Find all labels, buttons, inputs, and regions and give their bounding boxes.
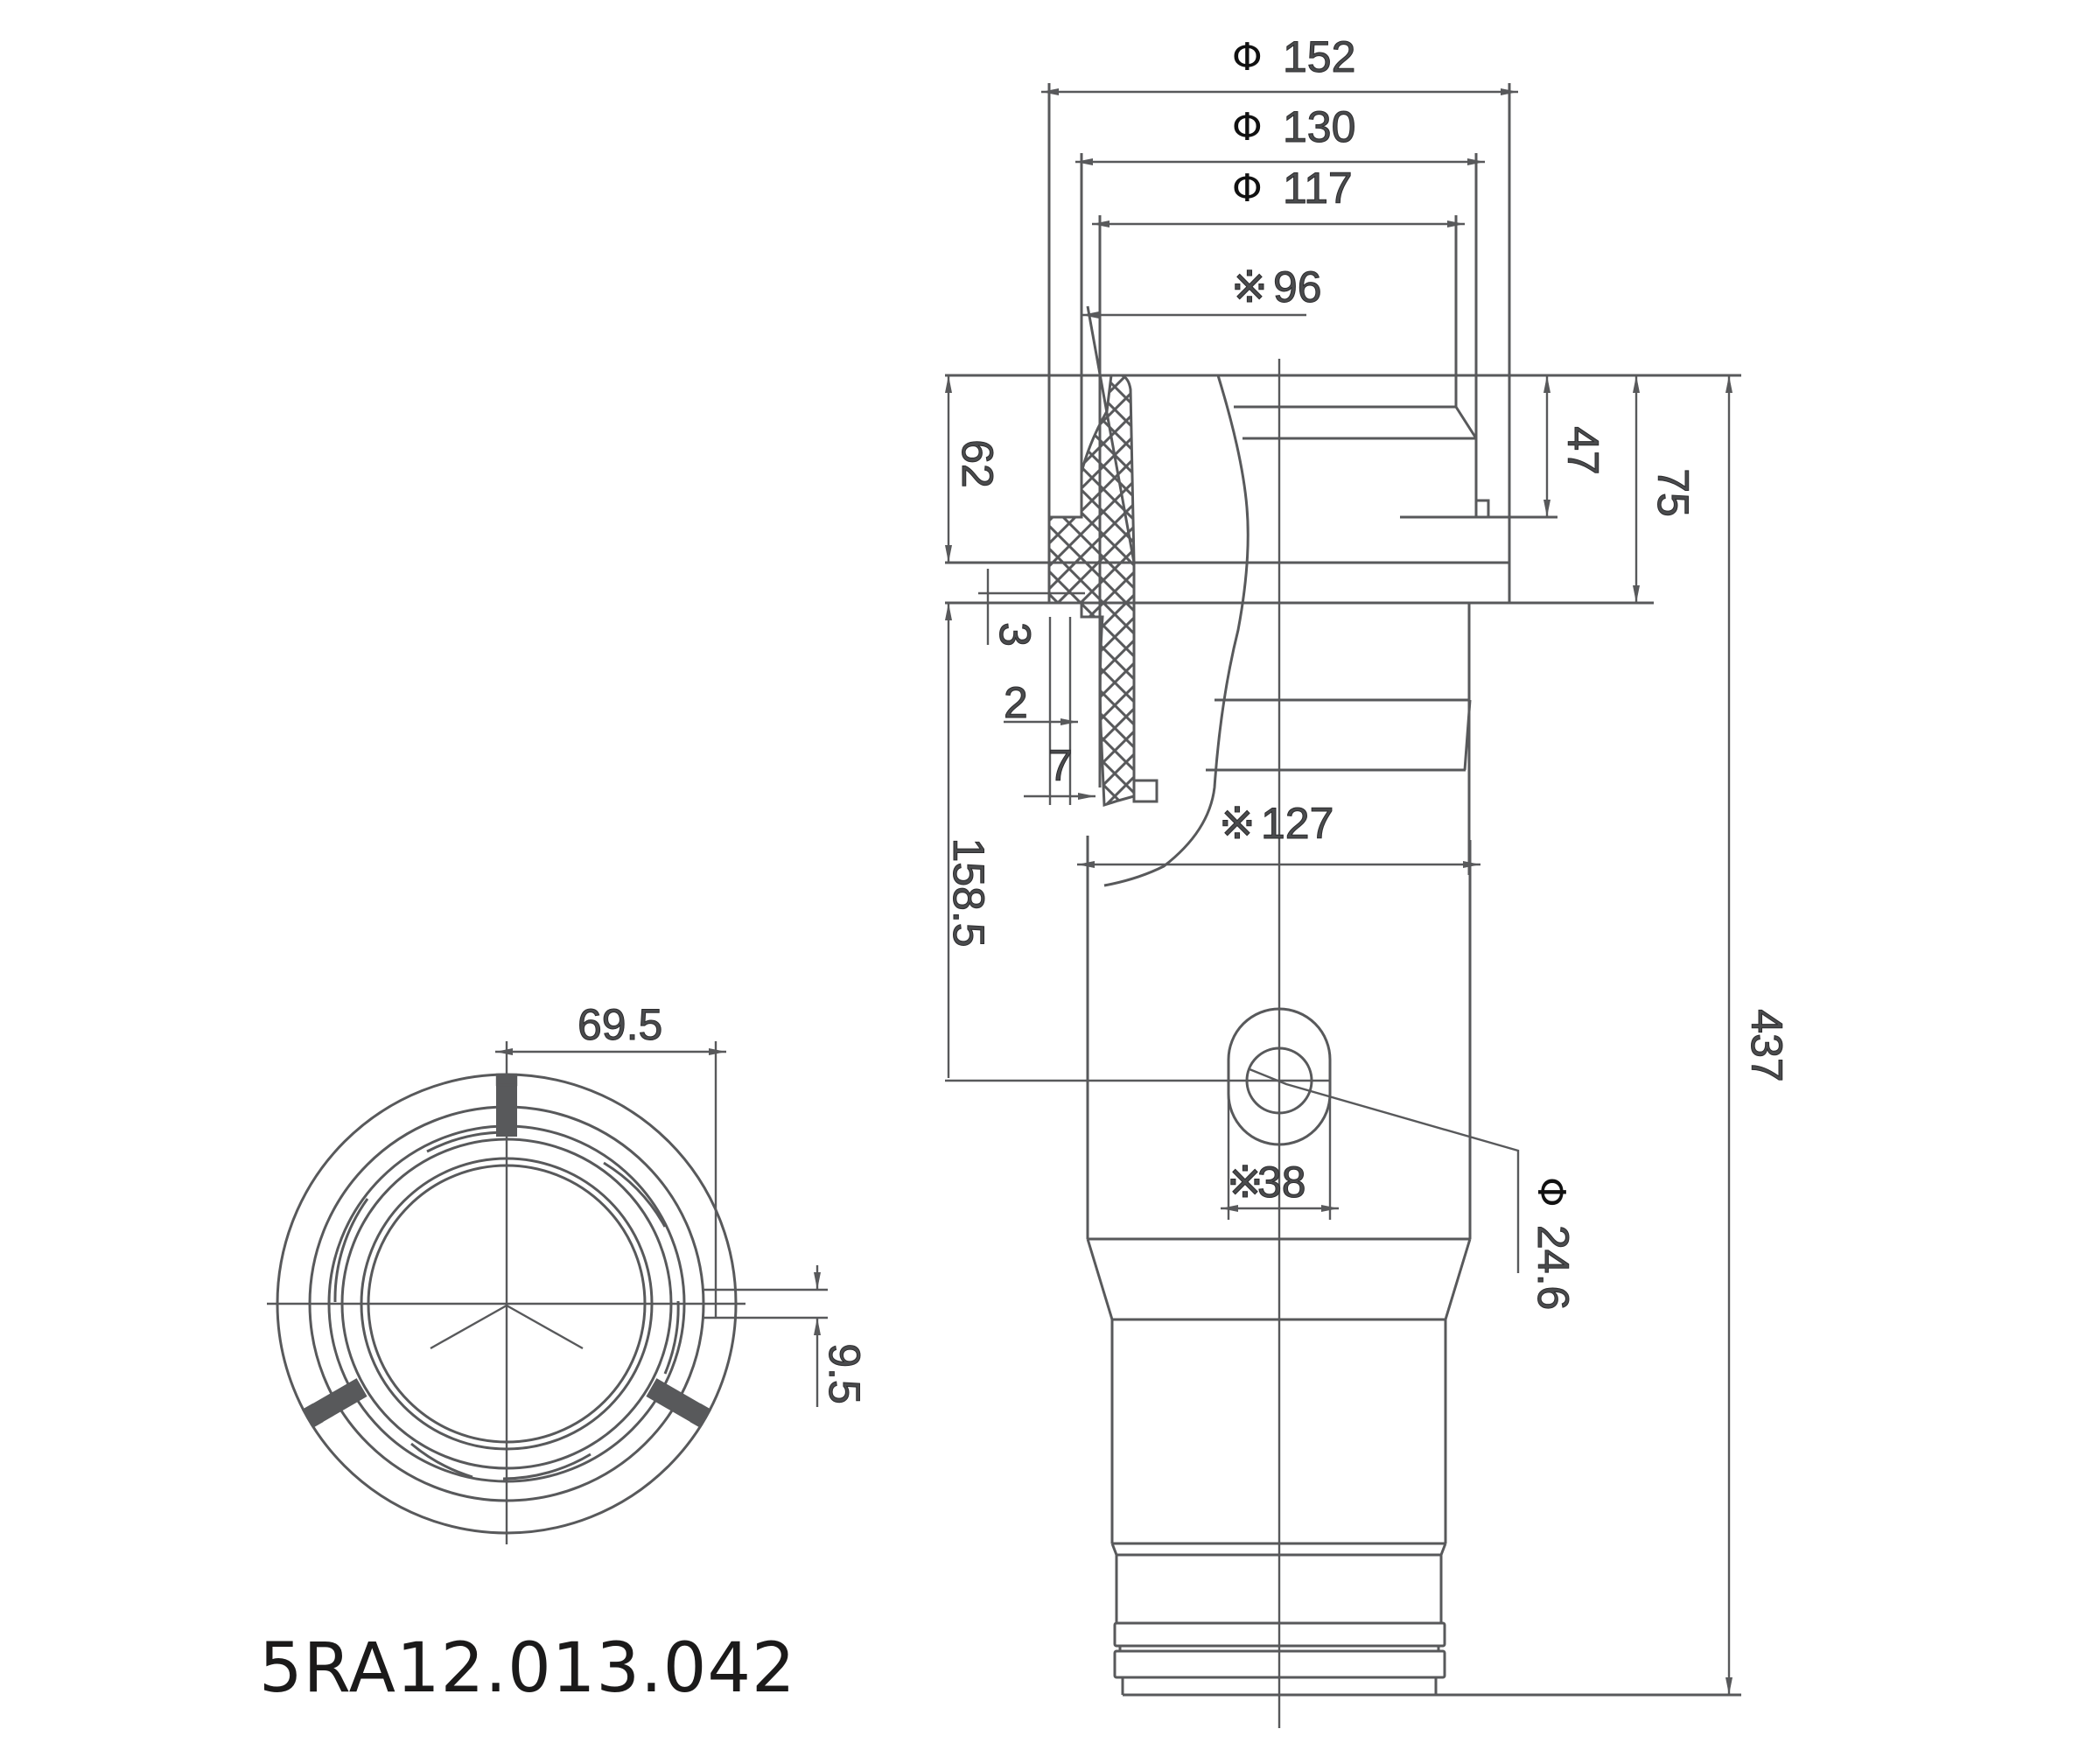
main-body [1086, 603, 1741, 1697]
dim-ref-127: ※ 127 [1219, 799, 1334, 849]
dim-height-3: 3 [990, 622, 1040, 647]
bolt-lower-left [301, 1378, 368, 1429]
dim-9-5: 9.5 [820, 1343, 869, 1404]
svg-text:Φ: Φ [1529, 1177, 1573, 1208]
dim-height-62: 62 [953, 439, 1002, 488]
dim-height-158-5: 158.5 [944, 837, 993, 947]
svg-text:Φ: Φ [1232, 35, 1263, 80]
dim-diameter-24-6: Φ 24.6 [1529, 1177, 1578, 1311]
dim-width-7: 7 [1048, 741, 1073, 790]
side-hole [945, 1007, 1332, 1220]
svg-text:※: ※ [1219, 799, 1256, 848]
svg-text:130: 130 [1283, 102, 1355, 151]
svg-text:127: 127 [1261, 799, 1334, 848]
dimension-lines [945, 88, 1732, 1695]
dim-height-47: 47 [1558, 426, 1607, 475]
dim-width-2: 2 [1004, 678, 1028, 727]
dimension-labels: Φ 152 Φ 130 Φ 117 ※ 96 ※ 127 ※ 38 [944, 32, 1792, 1311]
hatched-section [1047, 374, 1136, 808]
dim-height-437: 437 [1742, 1009, 1791, 1082]
dim-diameter-117: Φ 117 [1232, 164, 1353, 214]
svg-text:Φ: Φ [1232, 105, 1263, 150]
end-view: 69.5 9.5 [267, 1000, 870, 1544]
bolt-top [495, 1073, 518, 1137]
svg-text:Φ: Φ [1232, 166, 1263, 211]
dim-ref-38: ※ 38 [1227, 1158, 1307, 1208]
svg-text:※: ※ [1227, 1158, 1264, 1207]
svg-text:24.6: 24.6 [1529, 1225, 1578, 1310]
dim-diameter-130: Φ 130 [1232, 102, 1356, 152]
dim-69-5: 69.5 [578, 1000, 662, 1049]
flange-outline [945, 83, 1741, 788]
svg-text:38: 38 [1257, 1158, 1306, 1207]
dim-height-75: 75 [1648, 468, 1698, 517]
side-view: Φ 152 Φ 130 Φ 117 ※ 96 ※ 127 ※ 38 [944, 32, 1792, 1728]
part-number: 5RA12.013.042 [259, 1629, 796, 1708]
svg-text:※: ※ [1231, 262, 1268, 312]
svg-text:152: 152 [1283, 32, 1355, 81]
dim-ref-96: ※ 96 [1231, 262, 1323, 312]
svg-text:117: 117 [1283, 164, 1353, 213]
bolt-lower-right [646, 1378, 712, 1429]
dim-diameter-152: Φ 152 [1232, 32, 1356, 82]
svg-text:96: 96 [1273, 262, 1322, 312]
